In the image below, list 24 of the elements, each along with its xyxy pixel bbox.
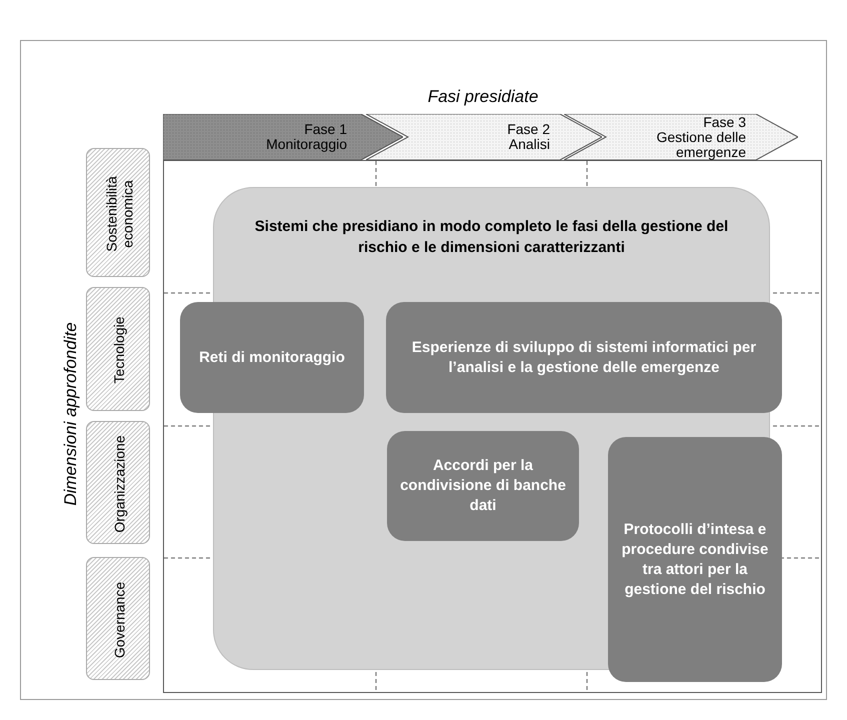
rounded-box: [180, 302, 364, 413]
dimension-label: Organizzazione: [111, 434, 127, 534]
rounded-box: [608, 437, 782, 682]
box-text: Reti di monitoraggio: [199, 348, 345, 368]
dimension-tab: [86, 148, 150, 277]
dimension-tab: [86, 557, 150, 680]
dimension-tab: [86, 287, 150, 411]
box-text: Accordi per la condivisione di banche dati: [399, 456, 567, 516]
phase-name: Analisi: [508, 137, 550, 152]
phase-number: Fase 3: [703, 114, 746, 130]
phase-name: Monitoraggio: [266, 137, 347, 152]
phase-number: Fase 2: [507, 122, 550, 137]
phase-name: Gestione delle emergenze: [655, 130, 746, 160]
box-text: Esperienze di sviluppo di sistemi informatici per l’analisi e la gestione delle emergenze: [410, 338, 758, 378]
dimension-label: Sostenibilità economica: [103, 174, 135, 254]
axis-title: Fasi presidiate: [426, 86, 540, 108]
axis-title: Dimensioni approfondite: [60, 322, 82, 506]
phase-number: Fase 1: [304, 122, 347, 137]
rounded-box: [387, 431, 579, 541]
dimension-label: Governance: [111, 580, 127, 660]
dimension-tab: [86, 421, 150, 544]
box-text: Protocolli d’intesa e procedure condivise tra attori per la gestione del rischio: [620, 520, 770, 600]
dimension-label: Tecnologie: [111, 316, 127, 386]
panel-heading: Sistemi che presidiano in modo completo le fasi della gestione del rischio e le dimensioni caratterizzanti: [254, 217, 730, 258]
